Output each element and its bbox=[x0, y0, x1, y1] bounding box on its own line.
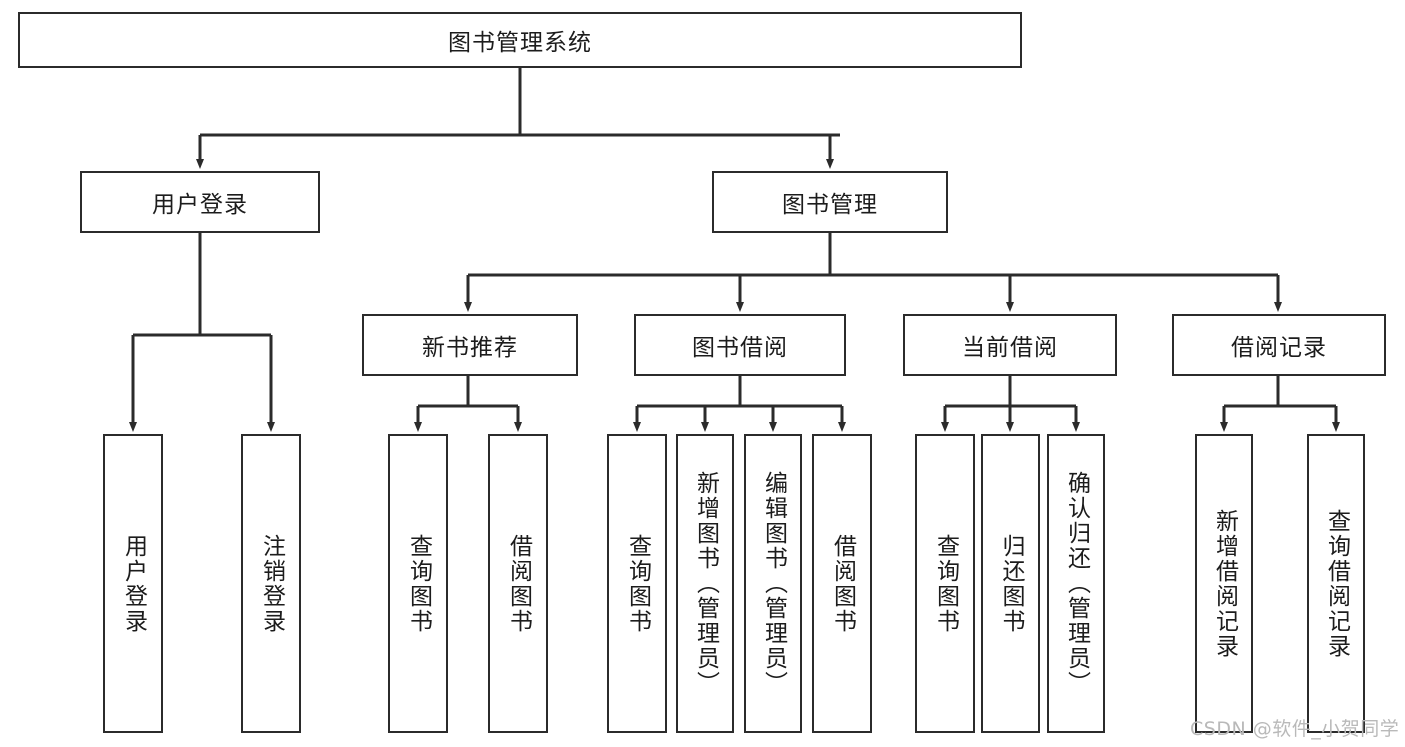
node-label: 确认归还（管理员） bbox=[1063, 471, 1090, 696]
leaf-borrow-record-add-record[interactable]: 新增借阅记录 bbox=[1195, 434, 1253, 733]
leaf-user-login-logout[interactable]: 注销登录 bbox=[241, 434, 301, 733]
node-label: 注销登录 bbox=[258, 533, 285, 634]
node-current-borrow[interactable]: 当前借阅 bbox=[903, 314, 1117, 376]
node-label: 归还图书 bbox=[998, 533, 1024, 634]
node-label: 查询图书 bbox=[624, 533, 651, 634]
leaf-current-borrow-return-book[interactable]: 归还图书 bbox=[981, 434, 1040, 733]
node-book-borrow[interactable]: 图书借阅 bbox=[634, 314, 846, 376]
node-label: 查询借阅记录 bbox=[1323, 508, 1350, 659]
leaf-book-borrow-query-book[interactable]: 查询图书 bbox=[607, 434, 667, 733]
node-label: 图书管理 bbox=[782, 192, 878, 218]
node-label: 查询图书 bbox=[405, 533, 432, 634]
node-label: 借阅记录 bbox=[1231, 335, 1327, 361]
node-new-book-recommend[interactable]: 新书推荐 bbox=[362, 314, 578, 376]
node-label: 用户登录 bbox=[152, 192, 248, 218]
leaf-new-book-borrow-book[interactable]: 借阅图书 bbox=[488, 434, 548, 733]
node-label: 新书推荐 bbox=[422, 335, 518, 361]
leaf-current-borrow-confirm-return-admin[interactable]: 确认归还（管理员） bbox=[1047, 434, 1105, 733]
node-label: 当前借阅 bbox=[962, 335, 1058, 361]
leaf-book-borrow-borrow-book[interactable]: 借阅图书 bbox=[812, 434, 872, 733]
node-label: 借阅图书 bbox=[505, 533, 532, 634]
node-label: 图书借阅 bbox=[692, 335, 788, 361]
leaf-new-book-query-book[interactable]: 查询图书 bbox=[388, 434, 448, 733]
leaf-borrow-record-query-record[interactable]: 查询借阅记录 bbox=[1307, 434, 1365, 733]
node-book-management[interactable]: 图书管理 bbox=[712, 171, 948, 233]
leaf-current-borrow-query-book[interactable]: 查询图书 bbox=[915, 434, 975, 733]
node-borrow-record[interactable]: 借阅记录 bbox=[1172, 314, 1386, 376]
node-label: 图书管理系统 bbox=[448, 30, 592, 56]
leaf-book-borrow-add-book-admin[interactable]: 新增图书（管理员） bbox=[676, 434, 734, 733]
node-label: 新增借阅记录 bbox=[1211, 508, 1238, 659]
node-label: 用户登录 bbox=[120, 533, 147, 634]
node-label: 查询图书 bbox=[932, 533, 959, 634]
node-label: 编辑图书（管理员） bbox=[760, 471, 787, 696]
node-label: 新增图书（管理员） bbox=[692, 471, 719, 696]
watermark-text: CSDN @软件_小贺同学 bbox=[1190, 718, 1400, 740]
node-label: 借阅图书 bbox=[829, 533, 856, 634]
leaf-book-borrow-edit-book-admin[interactable]: 编辑图书（管理员） bbox=[744, 434, 802, 733]
node-root-library-management-system[interactable]: 图书管理系统 bbox=[18, 12, 1022, 68]
node-user-login[interactable]: 用户登录 bbox=[80, 171, 320, 233]
leaf-user-login-login[interactable]: 用户登录 bbox=[103, 434, 163, 733]
